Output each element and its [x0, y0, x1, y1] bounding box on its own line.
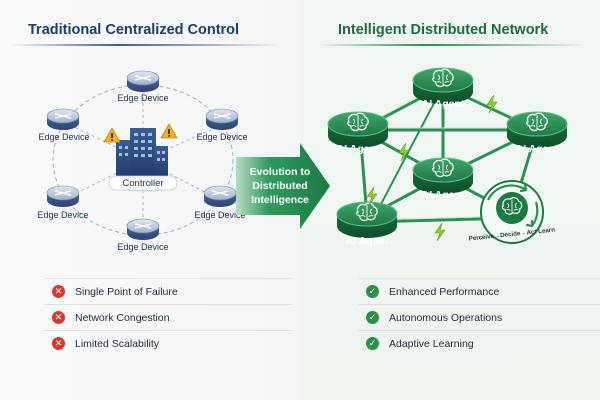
agent-label: AI Agent — [516, 143, 559, 155]
benefit-item: ✓ Enhanced Performance — [358, 278, 600, 304]
arrow-text-line: Evolution to — [250, 166, 311, 178]
lightning-icon — [398, 142, 410, 162]
edge-device — [126, 218, 160, 241]
evolution-arrow — [236, 143, 330, 229]
edge-device — [46, 185, 80, 208]
benefit-item: ✓ Adaptive Learning — [358, 330, 600, 356]
edge-device — [203, 185, 237, 208]
benefit-text: Adaptive Learning — [389, 337, 474, 350]
lightning-icon — [366, 186, 378, 206]
edge-device-label: Edge Device — [117, 242, 168, 252]
edge-device-label: Edge Device — [194, 210, 245, 220]
right-panel-background — [300, 0, 600, 400]
x-circle-icon: ✕ — [52, 311, 65, 324]
agent-label: AI Agent — [422, 189, 465, 201]
edge-device-label: Edge Device — [37, 210, 88, 220]
agent-label: AI Agent — [337, 143, 380, 155]
left-title-underline — [10, 44, 280, 46]
warning-icon — [160, 123, 178, 139]
edge-device-label: Edge Device — [38, 132, 89, 142]
left-panel-title: Traditional Centralized Control — [28, 22, 240, 38]
warning-icon — [103, 127, 121, 143]
x-circle-icon: ✕ — [52, 337, 65, 350]
right-title-underline — [318, 44, 588, 46]
benefits-list: ✓ Enhanced Performance ✓ Autonomous Oper… — [358, 278, 600, 356]
issue-text: Limited Scalability — [75, 337, 160, 350]
agent-node — [336, 201, 398, 239]
agent-label: AI Agent — [346, 235, 389, 247]
edge-device — [126, 70, 160, 93]
learning-loop-node — [480, 180, 544, 244]
benefit-text: Autonomous Operations — [389, 311, 503, 324]
edge-device — [46, 108, 80, 131]
edge-device-label: Edge Device — [196, 132, 247, 142]
check-circle-icon: ✓ — [366, 337, 379, 350]
arrow-text-line: Distributed — [252, 180, 307, 192]
check-circle-icon: ✓ — [366, 311, 379, 324]
edge-device — [205, 108, 239, 131]
x-circle-icon: ✕ — [52, 285, 65, 298]
cycle-arrows-icon — [487, 183, 539, 228]
benefit-item: ✓ Autonomous Operations — [358, 304, 600, 330]
building-icon — [108, 128, 178, 192]
edge-device-label: Edge Device — [117, 93, 168, 103]
issue-item: ✕ Network Congestion — [44, 304, 292, 330]
issue-text: Single Point of Failure — [75, 285, 178, 298]
lightning-icon — [486, 94, 498, 114]
right-panel-title: Intelligent Distributed Network — [338, 22, 549, 38]
check-circle-icon: ✓ — [366, 285, 379, 298]
controller-label: Controller — [122, 178, 163, 189]
issue-item: ✕ Limited Scalability — [44, 330, 292, 356]
arrow-text-line: Intelligence — [251, 194, 309, 206]
issues-list: ✕ Single Point of Failure ✕ Network Cong… — [44, 278, 292, 356]
lightning-icon — [434, 222, 446, 242]
issue-text: Network Congestion — [75, 311, 170, 324]
issue-item: ✕ Single Point of Failure — [44, 278, 292, 304]
benefit-text: Enhanced Performance — [389, 285, 500, 298]
agent-label: AI Agent — [422, 98, 465, 110]
